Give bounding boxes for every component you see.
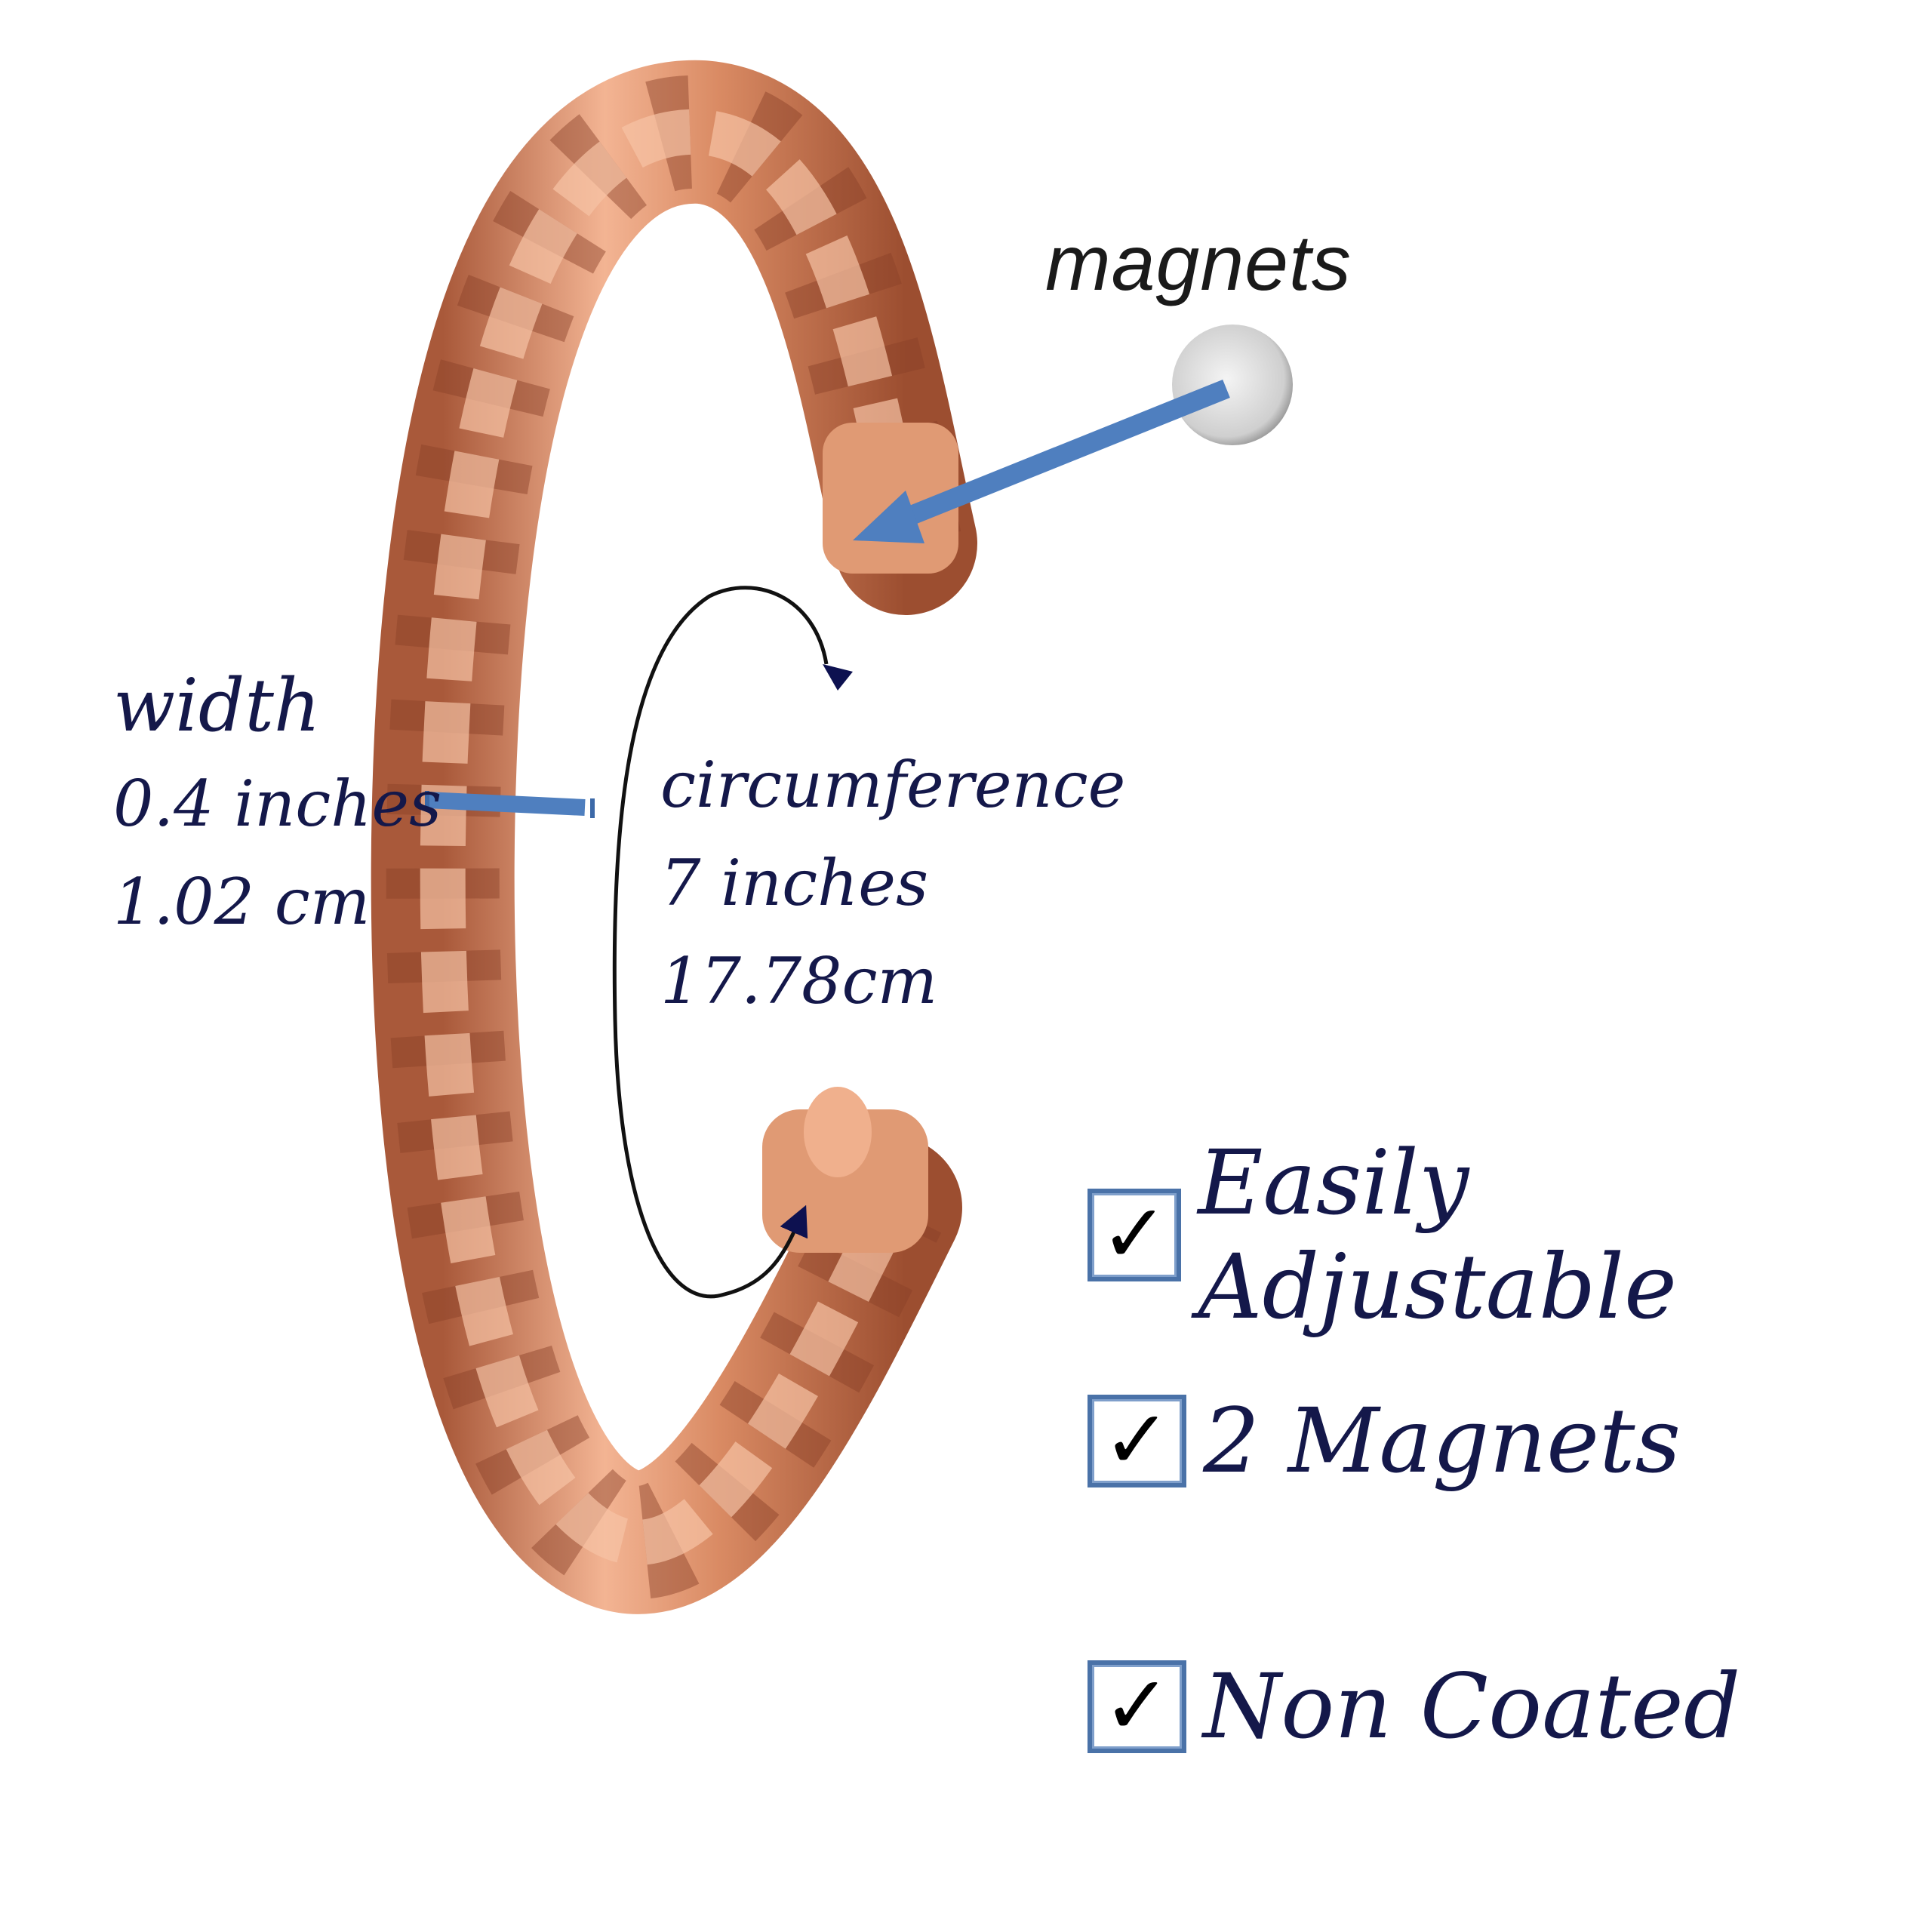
width-cm: 1.02 cm — [113, 865, 371, 939]
circumference-arrow-head — [823, 664, 853, 691]
feature-2-magnets: ✓ 2 Magnets — [1088, 1389, 1681, 1493]
circumference-arrow — [612, 586, 829, 1299]
copper-bracelet — [371, 60, 977, 1614]
checkbox: ✓ — [1088, 1187, 1182, 1281]
width-dimension: width 0.4 inches 1.02 cm — [113, 657, 441, 951]
checkmark-icon: ✓ — [1100, 1187, 1169, 1281]
feature-label: Non Coated — [1203, 1654, 1741, 1758]
feature-non-coated: ✓ Non Coated — [1088, 1654, 1740, 1758]
checkbox: ✓ — [1088, 1660, 1186, 1753]
width-inches: 0.4 inches — [113, 767, 442, 841]
checkbox: ✓ — [1088, 1393, 1186, 1487]
circumference-inches: 7 inches — [660, 846, 929, 920]
feature-label: 2 Magnets — [1203, 1389, 1681, 1493]
feature-label: Easily Adjustable — [1198, 1131, 1678, 1339]
lower-magnet-end — [804, 1087, 872, 1177]
feature-easily-adjustable: ✓ Easily Adjustable — [1088, 1131, 1932, 1339]
magnet-arrow — [853, 379, 1230, 543]
upper-end-cap — [823, 423, 958, 574]
width-heading: width — [113, 663, 321, 748]
magnets-label: magnets — [1045, 220, 1352, 307]
circumference-heading: circumference — [660, 748, 1126, 822]
magnet-disc — [1172, 325, 1293, 445]
checkmark-icon: ✓ — [1103, 1659, 1171, 1753]
checkmark-icon: ✓ — [1103, 1393, 1171, 1487]
circumference-dimension: circumference 7 inches 17.78cm — [660, 736, 1125, 1030]
width-arrow — [425, 791, 595, 818]
circumference-cm: 17.78cm — [660, 944, 938, 1018]
